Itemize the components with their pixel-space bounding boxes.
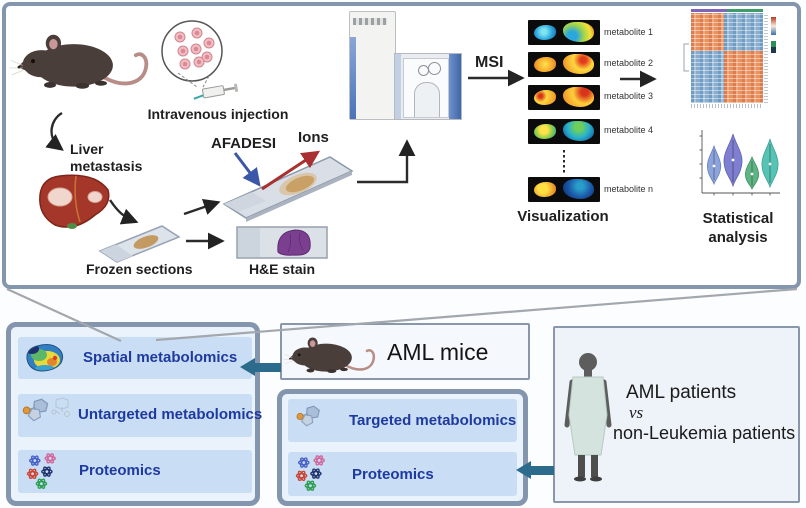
targeted-metabolomics-label: Targeted metabolomics (349, 412, 517, 429)
visualization-label: Visualization (517, 208, 609, 225)
instrument-front-panel (403, 58, 449, 118)
instrument-side (395, 54, 401, 119)
metabolite-image-3 (528, 85, 600, 110)
intravenous-injection-label: Intravenous injection (147, 106, 289, 122)
metabolite-label-4: metabolite 4 (604, 125, 654, 135)
heatmap-group-legend (771, 41, 776, 53)
msi-label: MSI (475, 54, 504, 71)
heatmap-quadrant (691, 51, 724, 103)
heatmap-colorbar (771, 17, 776, 35)
liver-label-line1: Liver (70, 141, 104, 157)
liver-label-line2: metastasis (70, 158, 143, 174)
he-stain-label: H&E stain (248, 261, 316, 277)
metabolite-label-3: metabolite 3 (604, 91, 654, 101)
metabolite-label-1: metabolite 1 (604, 27, 654, 37)
heatmap-col-labels (691, 104, 763, 108)
statistical-label-line2: analysis (708, 229, 768, 246)
ions-label: Ions (298, 129, 329, 146)
heatmap-quadrant (691, 13, 724, 51)
vs-label: vs (629, 403, 644, 422)
heatmap-quadrant (724, 13, 763, 51)
instrument-side (449, 54, 461, 119)
metabolite-image-n (528, 177, 600, 202)
aml-mice-label: AML mice (387, 339, 489, 365)
patients-box (553, 326, 800, 503)
mass-spectrometer-main (394, 53, 462, 120)
aml-patients-label: AML patients (626, 382, 737, 403)
metabolite-image-2 (528, 52, 600, 77)
row-proteomics-mouse (18, 450, 252, 493)
tissue-blob (534, 57, 556, 72)
tissue-blob (534, 25, 556, 40)
heatmap-quadrant (724, 51, 763, 103)
tissue-blob (563, 54, 594, 74)
heatmap-row-labels (764, 13, 768, 103)
tissue-blob (534, 182, 556, 197)
row-targeted-metabolomics (288, 399, 517, 442)
instrument-coil (428, 62, 441, 75)
metabolite-image-4 (528, 119, 600, 144)
instrument-knobs (353, 18, 387, 25)
metabolite-image-1 (528, 20, 600, 45)
afadesi-label: AFADESI (211, 135, 277, 152)
untargeted-metabolomics-label: Untargeted metabolomics (78, 406, 263, 423)
liver-metastasis-label: Liver metastasis (70, 141, 142, 175)
proteomics-mice-label: Proteomics (352, 466, 434, 483)
instrument-stripe (350, 37, 356, 119)
tissue-blob (534, 90, 556, 105)
metabolite-label-2: metabolite 2 (604, 58, 654, 68)
tissue-blob (563, 87, 594, 107)
mass-spectrometer-tower (349, 11, 396, 120)
metabolite-label-n: metabolite n (604, 184, 654, 194)
statistical-label-line1: Statistical (702, 210, 774, 227)
proteomics-mouse-label: Proteomics (79, 462, 161, 479)
tissue-blob (534, 124, 556, 139)
non-leukemia-patients-label: non-Leukemia patients (613, 423, 796, 443)
row-proteomics-mice (288, 452, 517, 496)
instrument-dome (414, 82, 440, 117)
tissue-blob (563, 179, 594, 199)
tissue-blob (563, 121, 594, 141)
tissue-blob (563, 22, 594, 42)
statistical-analysis-label: Statistical analysis (690, 209, 786, 247)
spatial-metabolomics-label: Spatial metabolomics (83, 349, 238, 366)
frozen-sections-label: Frozen sections (86, 261, 193, 277)
heatmap-annotation-bar (691, 9, 763, 12)
